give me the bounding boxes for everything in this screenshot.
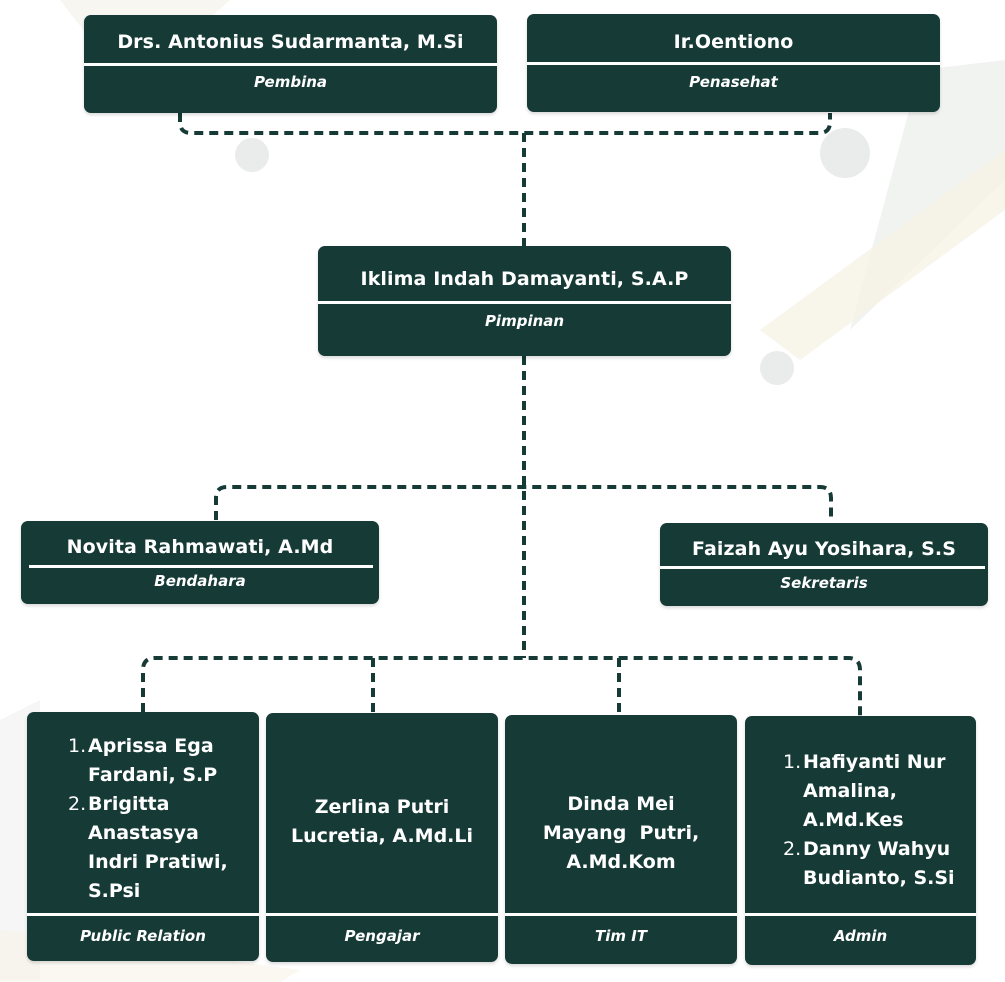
sekretaris-box: Faizah Ayu Yosihara, S.S Sekretaris — [660, 523, 988, 606]
connector-staff — [214, 485, 833, 522]
pimpinan-role: Pimpinan — [484, 312, 565, 330]
public-relation-box: Aprissa Ega Fardani, S.P Brigitta Anasta… — [27, 712, 259, 961]
bendahara-role: Bendahara — [154, 572, 246, 590]
bendahara-name: Novita Rahmawati, A.Md — [66, 536, 334, 558]
admin-box: Hafiyanti Nur Amalina, A.Md.Kes Danny Wa… — [745, 716, 976, 965]
public-relation-role: Public Relation — [80, 927, 206, 945]
tim-it-name-line-3: A.Md.Kom — [566, 851, 676, 873]
tim-it-name: Dinda Mei Mayang Putri, A.Md.Kom — [505, 790, 737, 877]
sekretaris-name: Faizah Ayu Yosihara, S.S — [691, 538, 957, 560]
pengajar-box: Zerlina Putri Lucretia, A.Md.Li Pengajar — [266, 713, 498, 962]
penasehat-box: Ir.Oentiono Penasehat — [527, 14, 940, 112]
tim-it-box: Dinda Mei Mayang Putri, A.Md.Kom Tim IT — [505, 715, 737, 964]
public-relation-members: Aprissa Ega Fardani, S.P Brigitta Anasta… — [68, 732, 251, 906]
pembina-role: Pembina — [253, 73, 328, 91]
public-relation-divider — [27, 913, 259, 916]
pengajar-role: Pengajar — [344, 927, 420, 945]
tim-it-name-line-1: Dinda Mei — [567, 793, 675, 815]
pimpinan-name: Iklima Indah Damayanti, S.A.P — [360, 268, 689, 290]
bendahara-box: Novita Rahmawati, A.Md Bendahara — [21, 521, 379, 604]
pengajar-name-line-1: Zerlina Putri — [314, 796, 450, 818]
tim-it-divider — [505, 913, 737, 916]
admin-divider — [745, 913, 976, 916]
public-relation-member-2: Brigitta Anastasya Indri Pratiwi, S.Psi — [68, 790, 228, 902]
tim-it-role: Tim IT — [594, 927, 648, 945]
sekretaris-divider — [660, 566, 985, 569]
admin-role: Admin — [833, 927, 888, 945]
connector-divisions — [141, 656, 862, 716]
bendahara-divider — [29, 565, 373, 568]
admin-member-1: Hafiyanti Nur Amalina, A.Md.Kes — [783, 748, 946, 831]
pengajar-name: Zerlina Putri Lucretia, A.Md.Li — [266, 793, 498, 851]
tim-it-name-line-2: Mayang Putri, — [542, 822, 700, 844]
pimpinan-box: Iklima Indah Damayanti, S.A.P Pimpinan — [318, 246, 731, 356]
connector-advisors — [178, 113, 832, 135]
public-relation-member-1: Aprissa Ega Fardani, S.P — [68, 732, 218, 786]
penasehat-role: Penasehat — [689, 73, 778, 91]
admin-member-2: Danny Wahyu Budianto, S.Si — [783, 835, 955, 889]
pengajar-name-line-2: Lucretia, A.Md.Li — [290, 825, 474, 847]
sekretaris-role: Sekretaris — [780, 574, 868, 592]
pengajar-divider — [266, 913, 498, 916]
admin-members: Hafiyanti Nur Amalina, A.Md.Kes Danny Wa… — [783, 748, 968, 893]
pimpinan-divider — [318, 301, 731, 304]
pembina-divider — [84, 63, 497, 66]
penasehat-name: Ir.Oentiono — [673, 31, 794, 53]
pembina-name: Drs. Antonius Sudarmanta, M.Si — [117, 31, 464, 53]
pembina-box: Drs. Antonius Sudarmanta, M.Si Pembina — [84, 15, 497, 113]
penasehat-divider — [527, 62, 940, 65]
